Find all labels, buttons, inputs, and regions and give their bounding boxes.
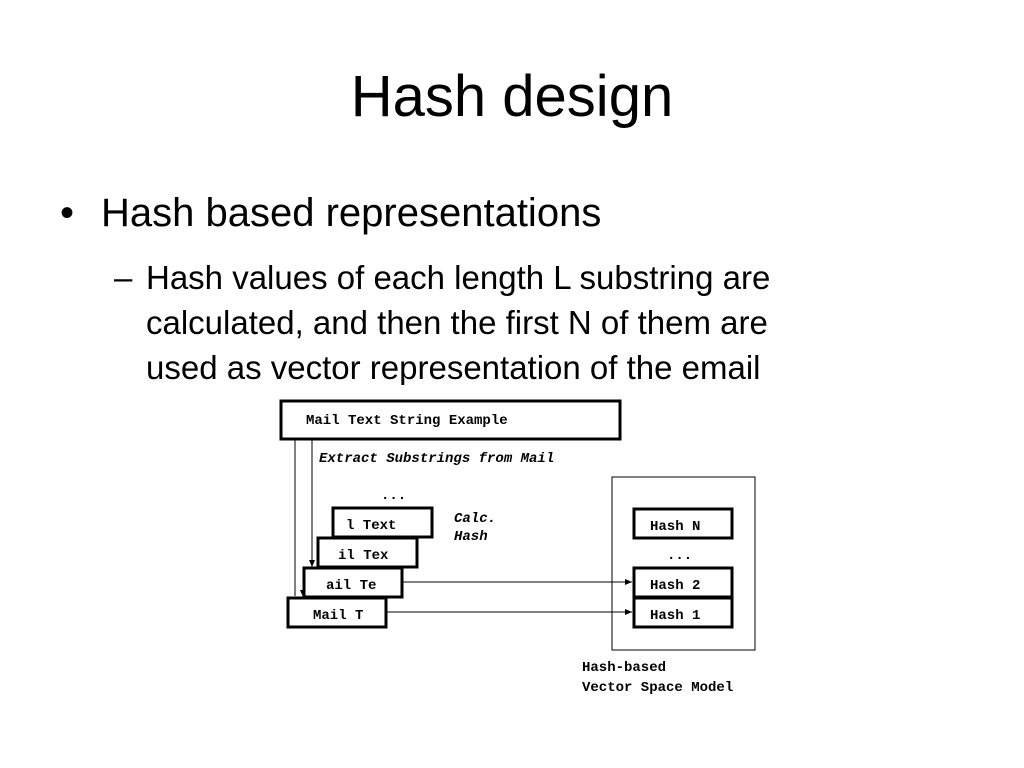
sub-bullet-line-2: calculated, and then the first N of them… xyxy=(146,304,768,341)
substring-label-3: ail Te xyxy=(326,578,376,594)
model-caption-1: Hash-based xyxy=(582,660,666,676)
sub-bullet-line-1: Hash values of each length L substring a… xyxy=(146,259,771,296)
hash-ellipsis: ... xyxy=(667,548,692,564)
mail-text-label: Mail Text String Example xyxy=(306,413,508,429)
hash-box-1 xyxy=(632,596,734,629)
vector-space-frame xyxy=(611,476,756,651)
substring-label-4: Mail T xyxy=(313,608,363,624)
sub-bullet-line-3: used as vector representation of the ema… xyxy=(146,349,761,385)
sub-bullet-clip: – Hash values of each length L substring… xyxy=(114,259,771,385)
sub-bullet-marker: – xyxy=(114,259,133,296)
hash-label-1: Hash 1 xyxy=(650,608,700,624)
substring-box-1 xyxy=(331,506,434,539)
calc-hash-label-2: Hash xyxy=(454,529,488,545)
hash-label-2: Hash 2 xyxy=(650,578,700,594)
mail-text-box xyxy=(279,399,622,441)
hash-label-n: Hash N xyxy=(650,519,700,535)
extract-caption: Extract Substrings from Mail xyxy=(319,451,554,467)
slide-title: Hash design xyxy=(350,64,674,129)
bullet-marker: • xyxy=(60,191,75,235)
substring-box-2 xyxy=(316,536,419,569)
hash-box-n xyxy=(632,507,734,540)
calc-hash-label-1: Calc. xyxy=(454,511,496,527)
substring-ellipsis: ... xyxy=(381,488,406,504)
model-caption-2: Vector Space Model xyxy=(582,680,733,696)
substring-label-2: il Tex xyxy=(338,548,389,564)
bullet-text: Hash based representations xyxy=(101,191,602,235)
substring-label-1: l Text xyxy=(346,518,396,534)
